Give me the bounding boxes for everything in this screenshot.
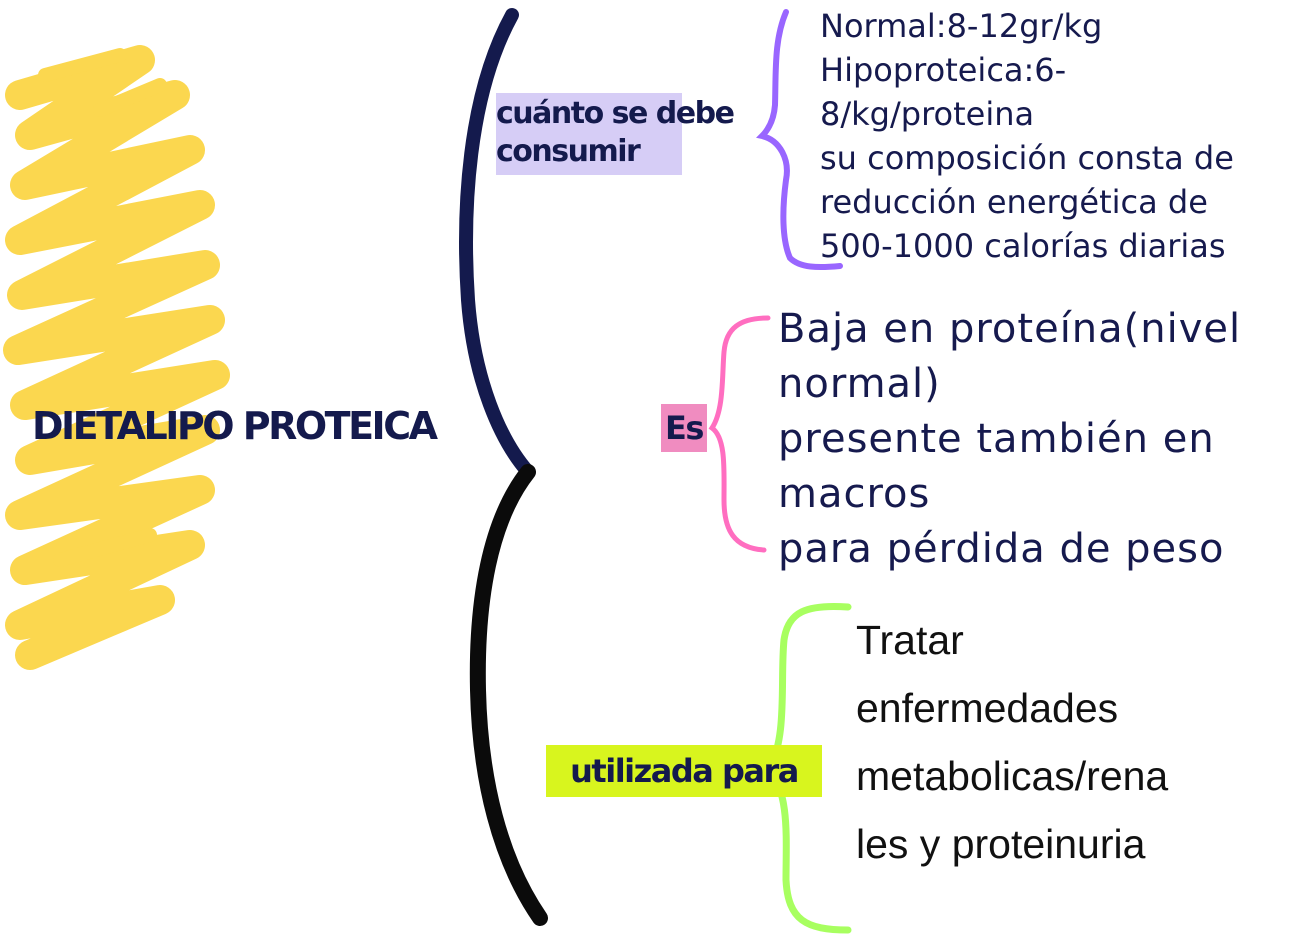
detail-line: presente también en — [778, 416, 1215, 462]
detail-line: 500-1000 calorías diarias — [820, 227, 1226, 265]
main-brace-bottom — [469, 464, 548, 926]
detail-line: macros — [778, 471, 931, 517]
detail-line: Normal:8-12gr/kg — [820, 7, 1103, 45]
detail-line: metabolicas/rena — [856, 753, 1169, 799]
detail-line: reducción energética de — [820, 183, 1208, 221]
main-brace-top — [459, 8, 535, 479]
yellow-scribble-decoration — [3, 45, 230, 670]
detail-line: les y proteinuria — [856, 821, 1146, 867]
detail-line: enfermedades — [856, 685, 1119, 731]
brace-1 — [756, 9, 843, 270]
detail-line: normal) — [778, 361, 941, 407]
branch-details-used-for: Tratar enfermedades metabolicas/rena les… — [856, 606, 1168, 878]
branch-label-used-for: utilizada para — [546, 745, 822, 797]
branch-details-is: Baja en proteína(nivel normal) presente … — [778, 302, 1241, 577]
branch-details-consumption: Normal:8-12gr/kg Hipoproteica:6- 8/kg/pr… — [820, 4, 1234, 268]
branch-label-line: consumir — [496, 134, 641, 169]
main-title: DIETALIPO PROTEICA — [32, 404, 438, 448]
detail-line: Hipoproteica:6- — [820, 51, 1067, 89]
branch-label-is: Es — [661, 404, 707, 452]
branch-label-consumption: cuánto se debe consumir — [496, 93, 735, 175]
detail-line: para pérdida de peso — [778, 526, 1225, 572]
detail-line: Tratar — [856, 617, 964, 663]
branch-label-line: cuánto se debe — [496, 96, 735, 131]
detail-line: Baja en proteína(nivel — [778, 306, 1242, 352]
detail-line: 8/kg/proteina — [820, 95, 1035, 133]
detail-line: su composición consta de — [820, 139, 1234, 177]
brace-2 — [708, 315, 771, 553]
